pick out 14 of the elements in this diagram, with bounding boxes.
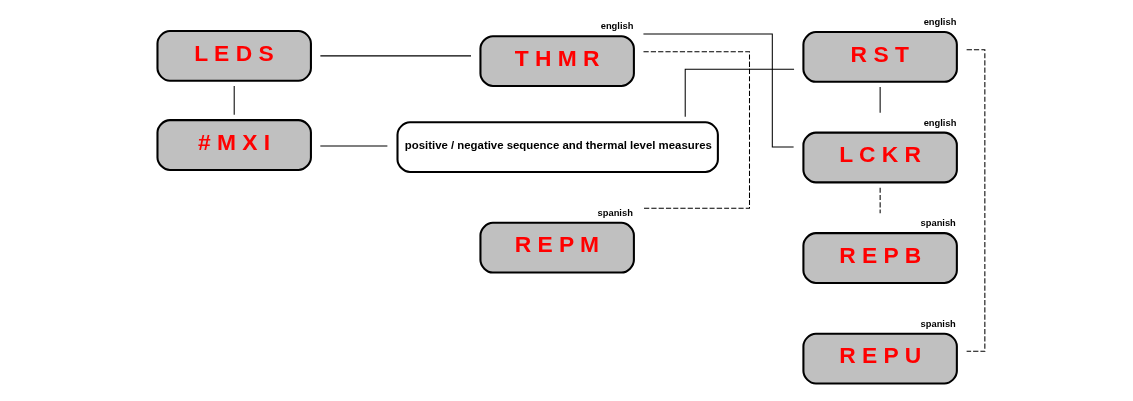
- node-label: english: [600, 21, 634, 32]
- connector: [642, 51, 750, 209]
- connector: [879, 187, 881, 214]
- connector: [642, 33, 795, 148]
- connector: [319, 55, 472, 57]
- node-label: spanish: [597, 207, 633, 218]
- connector: [233, 85, 235, 116]
- node-label: spanish: [920, 318, 956, 329]
- connector: [879, 86, 881, 114]
- connector: [966, 49, 986, 352]
- node-label: english: [923, 117, 957, 128]
- connector: [684, 68, 795, 118]
- node-label: spanish: [920, 218, 956, 229]
- node-label: english: [923, 16, 957, 27]
